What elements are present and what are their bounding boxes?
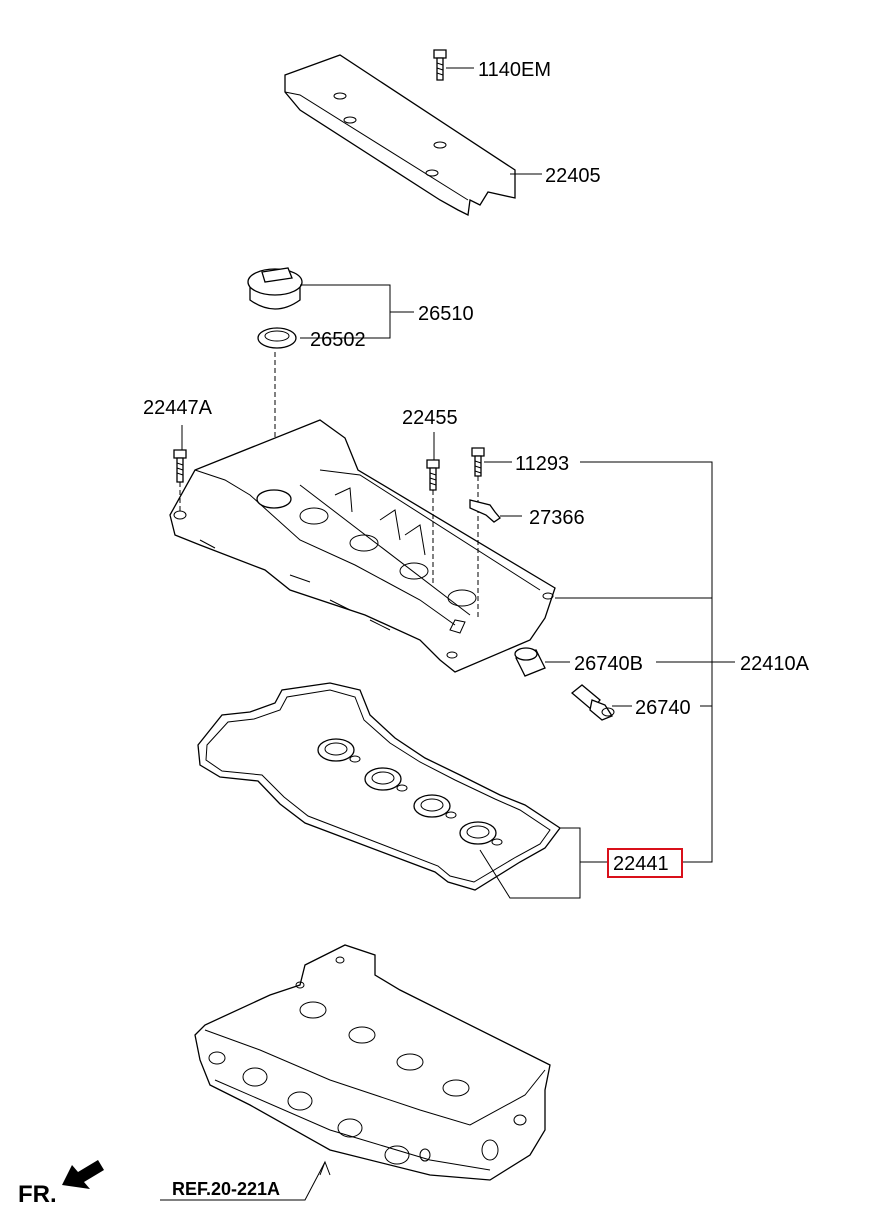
label-22410a[interactable]: 22410A: [740, 653, 810, 675]
label-22455[interactable]: 22455: [402, 407, 458, 429]
bolt-22455-icon[interactable]: [426, 459, 440, 491]
highlight-box-22441: [607, 848, 683, 878]
label-26502[interactable]: 26502: [310, 329, 366, 351]
plug-seal-2: [364, 767, 408, 792]
reference-label[interactable]: REF.20-221A: [172, 1179, 280, 1199]
leader-lines: [160, 67, 735, 1201]
plug-seal-1: [317, 738, 361, 763]
front-arrow-icon: [62, 1160, 104, 1189]
label-27366[interactable]: 27366: [529, 507, 585, 529]
label-26510[interactable]: 26510: [418, 303, 474, 325]
label-11293[interactable]: 11293: [515, 453, 569, 475]
plug-seal-4: [459, 821, 503, 846]
oil-filler-cap-part[interactable]: [247, 267, 303, 310]
grommet-26740b-part[interactable]: [514, 647, 546, 677]
oil-cap-seal-part[interactable]: [257, 327, 297, 349]
bracket-27366-part[interactable]: [469, 499, 501, 523]
bolt-11293-icon[interactable]: [471, 447, 485, 477]
front-label: FR.: [18, 1181, 57, 1208]
engine-cover-part[interactable]: [284, 54, 516, 216]
rocker-cover-part[interactable]: [169, 419, 556, 673]
label-22441[interactable]: 22441: [613, 853, 669, 875]
bolt-1140em-icon[interactable]: [433, 49, 447, 81]
label-26740b[interactable]: 26740B: [574, 653, 643, 675]
label-1140em[interactable]: 1140EM: [478, 59, 551, 81]
pcv-valve-26740-part[interactable]: [570, 684, 615, 721]
label-22405[interactable]: 22405: [545, 165, 601, 187]
label-22447a[interactable]: 22447A: [143, 397, 213, 419]
label-26740[interactable]: 26740: [635, 697, 691, 719]
bolt-22447a-icon[interactable]: [173, 449, 187, 483]
cylinder-head-part[interactable]: [194, 944, 551, 1181]
gasket-22441-part[interactable]: [197, 682, 561, 891]
plug-seal-3: [413, 794, 457, 819]
